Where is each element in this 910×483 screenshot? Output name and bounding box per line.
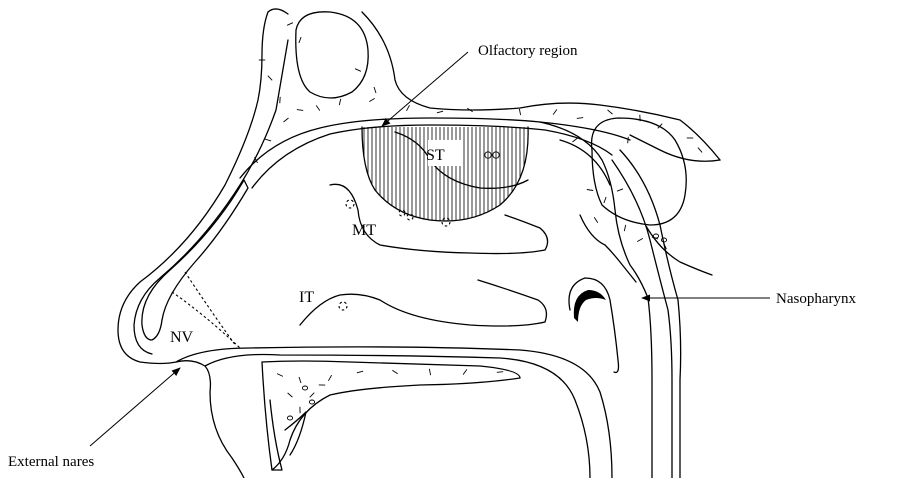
- bone-dash: [594, 217, 598, 222]
- bone-dash: [392, 370, 397, 373]
- bone-dash: [277, 374, 283, 377]
- bone-dash: [437, 111, 443, 113]
- bone-dash: [316, 105, 320, 110]
- bone-dash: [299, 37, 301, 43]
- mt-label: MT: [352, 222, 376, 239]
- bone-dash: [628, 137, 629, 143]
- bone-dash: [328, 375, 331, 381]
- external-nares-arrow: [90, 368, 180, 446]
- bone-dot: [302, 386, 307, 390]
- bone-dash: [637, 238, 643, 241]
- bone-dash: [608, 110, 613, 114]
- bone-dash: [284, 118, 289, 122]
- bone-dash: [519, 109, 520, 115]
- bone-dash: [553, 109, 557, 114]
- bone-dash: [604, 197, 606, 203]
- bone-dash: [429, 369, 430, 375]
- bone-dash: [339, 99, 340, 105]
- middle-turbinate: [330, 184, 548, 253]
- bone-dash: [577, 118, 583, 119]
- bone-dash: [374, 87, 376, 93]
- bone-dash: [297, 110, 303, 111]
- st-label: ST: [426, 147, 445, 164]
- it-label: IT: [299, 289, 314, 306]
- bone-dash: [698, 148, 702, 153]
- bone-dash: [357, 371, 363, 373]
- bone-dash: [268, 76, 272, 81]
- external-nares-label: External nares: [8, 454, 94, 470]
- olfactory-region-label: Olfactory region: [478, 43, 578, 59]
- hard-palate: [176, 347, 612, 478]
- olfactory-arrow: [382, 52, 468, 126]
- callout-nasopharynx: Nasopharynx: [642, 291, 856, 307]
- eustachian-opening: [569, 278, 619, 373]
- bone-dash: [299, 377, 301, 383]
- bone-dash: [355, 69, 361, 72]
- bone-dash: [573, 138, 578, 142]
- nv-label: NV: [170, 329, 194, 346]
- callout-olfactory: Olfactory region: [382, 43, 578, 126]
- bone-dot: [287, 416, 292, 420]
- bone-dash: [497, 372, 503, 373]
- bone-dash: [287, 23, 293, 26]
- bone-texture: [255, 23, 703, 420]
- nose-outline: [118, 12, 288, 478]
- bone-dot: [653, 234, 658, 238]
- bone-dash: [617, 189, 623, 191]
- bone-dash: [310, 393, 315, 398]
- bone-dot: [309, 400, 314, 404]
- callout-external-nares: External nares: [8, 368, 180, 470]
- nasopharynx-label: Nasopharynx: [776, 291, 856, 307]
- bone-dash: [624, 225, 625, 231]
- inferior-turbinate: [300, 280, 546, 326]
- bone-dash: [369, 98, 374, 101]
- bone-dash: [463, 369, 467, 374]
- bone-dash: [407, 105, 410, 111]
- bone-dash: [265, 139, 271, 141]
- bone-dash: [587, 190, 593, 191]
- bone-dash: [288, 393, 293, 397]
